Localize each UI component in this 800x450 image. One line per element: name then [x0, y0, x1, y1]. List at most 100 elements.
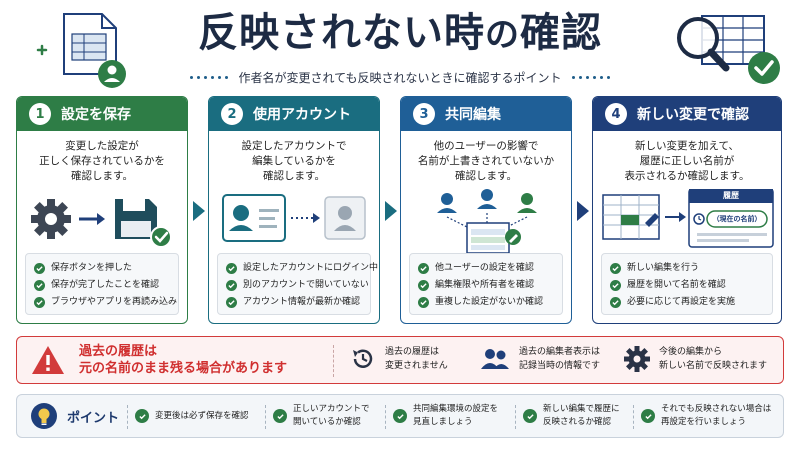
list-item: ブラウザやアプリを再読み込み: [34, 294, 177, 311]
warning-item: 過去の履歴は 変更されません: [349, 345, 448, 373]
spreadsheet-edit-icon: [602, 194, 660, 240]
point-item-text: 共同編集環境の設定を: [413, 404, 499, 414]
desc-line: 確認します。: [71, 170, 133, 182]
chevron-right-icon: [193, 201, 205, 221]
divider: [333, 345, 334, 377]
point-item-text: 開いているか確認: [293, 417, 361, 427]
chevron-right-icon: [577, 201, 589, 221]
list-item-text: 設定したアカウントにログイン中: [243, 263, 379, 273]
warning-box: 過去の履歴は 元の名前のまま残る場合があります 過去の履歴は 変更されません 過…: [16, 336, 784, 384]
history-icon: [353, 349, 373, 368]
title-particle: の: [485, 15, 520, 55]
point-label: ポイント: [67, 410, 120, 426]
history-current-name: （現在の名前）: [712, 215, 762, 223]
check-icon: [34, 297, 45, 308]
step-card-coediting: 3 共同編集 他のユーザーの影響で 名前が上書きされていないか 確認します。: [400, 96, 572, 324]
list-item-text: 保存が完了したことを確認: [51, 280, 160, 290]
desc-line: 確認します。: [455, 170, 517, 182]
warning-item: 今後の編集から 新しい名前で反映されます: [623, 345, 767, 373]
arrow-right-icon: [79, 213, 105, 225]
history-panel: [688, 188, 774, 248]
edit-pencil-icon: [505, 229, 521, 245]
floppy-disk-icon: [115, 199, 157, 239]
account-illustration: [209, 189, 379, 255]
divider: [633, 405, 634, 429]
magnifier-check-icon: [677, 15, 780, 84]
list-item: 設定したアカウントにログイン中: [226, 260, 378, 277]
check-icon: [641, 409, 655, 423]
check-icon: [226, 297, 237, 308]
step-description: 新しい変更を加えて、 履歴に正しい名前が 表示されるか確認します。: [593, 131, 781, 189]
checklist: 他ユーザーの設定を確認 編集権限や所有者を確認 重複した設定がないか確認: [409, 253, 563, 315]
list-item-text: 必要に応じて再設定を実施: [627, 297, 736, 307]
list-item: 保存が完了したことを確認: [34, 277, 172, 294]
check-icon: [610, 297, 621, 308]
point-item-text: それでも反映されない場合は: [661, 404, 772, 414]
divider: [515, 405, 516, 429]
users-icon: [481, 349, 509, 369]
coediting-illustration: [401, 189, 571, 255]
dots-right: [571, 75, 610, 79]
point-item-text: 見直しましょう: [413, 417, 473, 427]
list-item-text: 別のアカウントで開いていない: [243, 280, 369, 290]
list-item-text: アカウント情報が最新か確認: [243, 297, 361, 307]
list-item: 別のアカウントで開いていない: [226, 277, 369, 294]
step-title: 設定を保存: [61, 107, 131, 123]
point-item: 正しいアカウントで 開いているか確認: [273, 403, 370, 429]
list-item-text: 他ユーザーの設定を確認: [435, 263, 534, 273]
step-header: 4 新しい変更で確認: [593, 97, 781, 131]
point-item: 共同編集環境の設定を 見直しましょう: [393, 403, 498, 429]
desc-line: 名前が上書きされていないか: [417, 155, 555, 167]
warning-line-1: 過去の履歴は: [79, 344, 158, 359]
desc-line: 確認します。: [263, 170, 325, 182]
save-illustration: [17, 189, 187, 255]
check-badge-icon: [150, 226, 172, 248]
list-item-text: 新しい編集を行う: [627, 263, 700, 273]
point-item-text: 反映されるか確認: [543, 417, 612, 427]
step-header: 2 使用アカウント: [209, 97, 379, 131]
desc-line: 新しい変更を加えて、: [635, 140, 739, 152]
step-number: 3: [413, 103, 435, 125]
desc-line: 設定したアカウントで: [241, 140, 347, 152]
check-icon: [135, 409, 149, 423]
desc-line: 他のユーザーの影響で: [433, 140, 539, 152]
check-icon: [523, 409, 537, 423]
list-item: 必要に応じて再設定を実施: [610, 294, 766, 311]
check-icon: [610, 263, 621, 274]
point-item-text: 正しいアカウントで: [293, 404, 370, 414]
checklist: 設定したアカウントにログイン中 別のアカウントで開いていない アカウント情報が最…: [217, 253, 378, 315]
check-icon: [273, 409, 287, 423]
list-item-text: ブラウザやアプリを再読み込み: [51, 297, 178, 307]
point-item-text: 再設定を行いましょう: [661, 417, 747, 427]
list-item: 重複した設定がないか確認: [418, 294, 556, 311]
list-item: 保存ボタンを押した: [34, 260, 172, 277]
desc-line: 変更した設定が: [65, 140, 139, 152]
check-icon: [226, 263, 237, 274]
step-card-account: 2 使用アカウント 設定したアカウントで 編集しているかを 確認します。: [208, 96, 380, 324]
warning-item-text: 過去の履歴は: [385, 347, 440, 357]
list-item: アカウント情報が最新か確認: [226, 294, 364, 311]
step-card-new-change: 4 新しい変更で確認 新しい変更を加えて、 履歴に正しい名前が 表示されるか確認…: [592, 96, 782, 324]
divider: [127, 405, 128, 429]
subtitle-row: 作者名が変更されても反映されないときに確認するポイント: [150, 66, 650, 88]
step-description: 設定したアカウントで 編集しているかを 確認します。: [209, 131, 379, 189]
warning-item-text: 新しい名前で反映されます: [659, 361, 768, 371]
id-card-icon: [222, 194, 286, 242]
arrow-right-icon: [665, 212, 686, 222]
step-number: 1: [29, 103, 51, 125]
step-header: 3 共同編集: [401, 97, 571, 131]
check-icon: [393, 409, 407, 423]
step-number: 4: [605, 103, 627, 125]
warning-item: 過去の編集者表示は 記録当時の情報です: [479, 345, 600, 373]
desc-line: 編集しているかを: [252, 155, 336, 167]
lightbulb-icon: [31, 403, 57, 429]
step-title: 使用アカウント: [253, 107, 351, 123]
step-description: 他のユーザーの影響で 名前が上書きされていないか 確認します。: [401, 131, 571, 189]
warning-item-text: 今後の編集から: [659, 347, 723, 357]
page-title: 反映されない時の確認: [150, 8, 650, 60]
divider: [265, 405, 266, 429]
point-item-text: 新しい編集で履歴に: [543, 404, 620, 414]
list-item: 履歴を開いて名前を確認: [610, 277, 766, 294]
check-icon: [418, 297, 429, 308]
users-group-icon: [437, 189, 537, 213]
